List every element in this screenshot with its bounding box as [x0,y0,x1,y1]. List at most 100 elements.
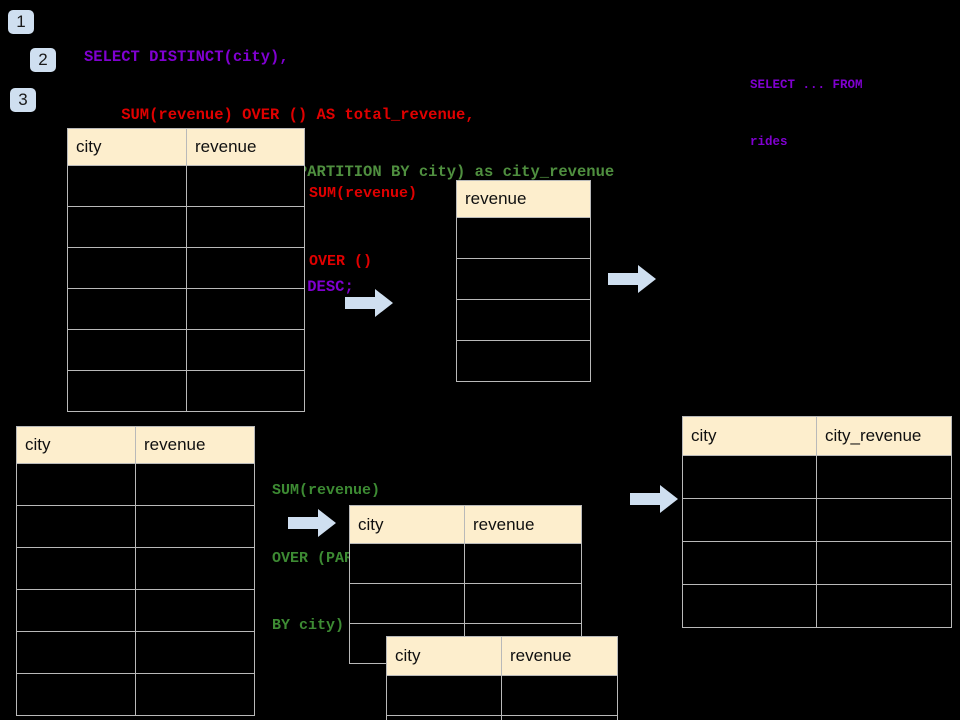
cell-city [67,288,187,330]
note-line-1: SELECT ... FROM [750,78,863,92]
note-line-2: rides [750,135,788,149]
cell-revenue [456,217,591,259]
cell-city-revenue [816,455,952,499]
annotation-sum-over-empty-line-2: OVER () [309,252,373,270]
table-header-row: city revenue [67,128,305,166]
cell-city [16,547,136,590]
table-row [67,206,305,248]
cell-city [67,206,187,248]
cell-revenue [135,547,255,590]
cell-city [682,584,817,628]
cell-city-revenue [816,584,952,628]
total-revenue-table: revenue [456,180,591,382]
annotation-sum-over-partition-line-3: BY city) [272,617,345,634]
table-header-row: city revenue [349,505,582,544]
final-result-table: city city_revenue [682,416,952,628]
column-header-revenue: revenue [464,505,582,544]
note-select-from-rides: SELECT ... FROM rides [750,38,863,190]
table-row [456,258,591,300]
cell-city-revenue [816,498,952,542]
cell-revenue [186,165,305,207]
rides-source-table-bottom: city revenue [16,426,255,716]
sql-line-select: SELECT DISTINCT(city), [84,48,289,66]
column-header-city: city [386,636,502,676]
cell-revenue [464,583,582,624]
cell-revenue [186,206,305,248]
table-row [16,631,255,674]
cell-city [16,631,136,674]
table-header-row: revenue [456,180,591,218]
cell-revenue [186,329,305,371]
cell-city [67,329,187,371]
cell-city [682,541,817,585]
cell-revenue [186,288,305,330]
table-header-row: city city_revenue [682,416,952,456]
cell-revenue [135,505,255,548]
annotation-sum-over-partition-line-1: SUM(revenue) [272,482,381,499]
cell-city [682,455,817,499]
cell-revenue [456,299,591,341]
cell-city [67,165,187,207]
column-header-city: city [67,128,187,166]
table-row [386,715,618,720]
table-row [16,463,255,506]
annotation-sum-over-partition: SUM(revenue) OVER (PARTITION BY city) [272,435,407,683]
cell-city [16,505,136,548]
annotation-sum-over-empty-line-1: SUM(revenue) [309,185,418,202]
table-row [67,329,305,371]
annotation-sum-over-empty: SUM(revenue) OVER () [309,138,417,318]
table-row [16,589,255,632]
table-row [67,165,305,207]
cell-city [67,370,187,412]
cell-city [16,673,136,716]
table-row [682,584,952,628]
cell-revenue [186,370,305,412]
table-row [349,583,582,624]
column-header-revenue: revenue [456,180,591,218]
cell-city-revenue [816,541,952,585]
table-row [16,673,255,716]
table-header-row: city revenue [386,636,618,676]
cell-city [386,675,502,716]
partition-group-table-front: city revenue [386,636,618,720]
table-row [682,541,952,585]
cell-city [16,463,136,506]
cell-revenue [501,715,618,720]
table-row [67,247,305,289]
table-row [67,370,305,412]
table-row [386,675,618,716]
column-header-city-revenue: city_revenue [816,416,952,456]
arrow-partition-to-result [630,485,678,513]
cell-revenue [135,631,255,674]
table-row [16,547,255,590]
table-row [682,455,952,499]
column-header-city: city [682,416,817,456]
cell-revenue [464,543,582,584]
column-header-city: city [349,505,465,544]
table-row [67,288,305,330]
column-header-revenue: revenue [135,426,255,464]
table-row [16,505,255,548]
cell-revenue [135,589,255,632]
cell-city [682,498,817,542]
cell-city [386,715,502,720]
cell-revenue [456,340,591,382]
cell-revenue [456,258,591,300]
column-header-city: city [16,426,136,464]
table-row [349,543,582,584]
cell-revenue [135,463,255,506]
cell-city [349,543,465,584]
column-header-revenue: revenue [186,128,305,166]
arrow-rides-to-partition [288,509,336,537]
cell-revenue [501,675,618,716]
column-header-revenue: revenue [501,636,618,676]
rides-source-table-top: city revenue [67,128,305,412]
arrow-total-revenue-to-result [608,265,656,293]
table-header-row: city revenue [16,426,255,464]
table-row [456,299,591,341]
step-badge-1: 1 [8,10,34,34]
table-row [682,498,952,542]
cell-revenue [135,673,255,716]
sql-line-total-revenue: SUM(revenue) OVER () AS total_revenue, [84,105,475,124]
